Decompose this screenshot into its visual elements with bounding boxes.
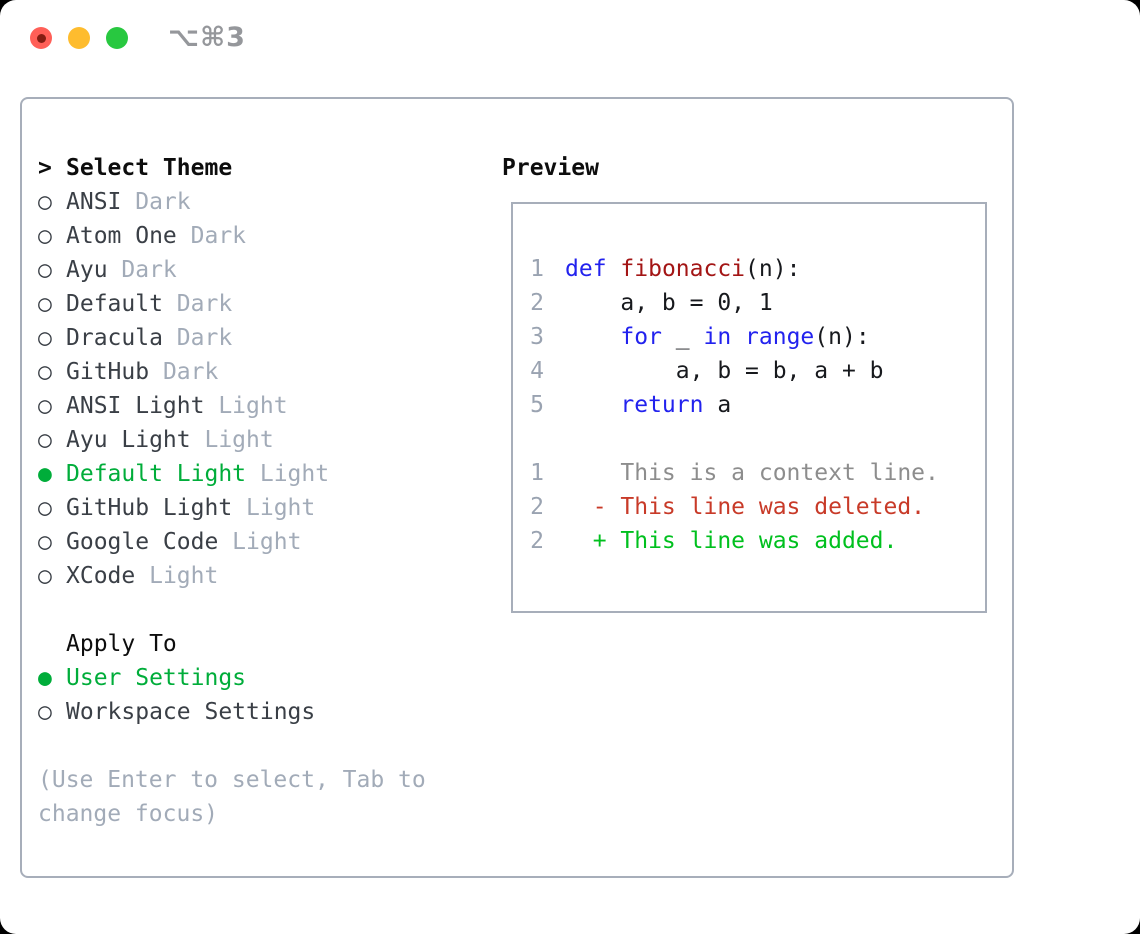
radio-unselected-icon: ○ [38,529,52,555]
spacer [38,593,488,627]
theme-option-label: Default Dark [66,291,233,317]
line-number: 5 [530,392,544,418]
radio-unselected-icon: ○ [38,223,52,249]
theme-option-label: Ayu Light Light [66,427,274,453]
apply-to-option-label: User Settings [66,665,247,691]
preview-title: Preview [502,155,599,181]
apply-to-title-row: Apply To [38,627,488,661]
theme-picker-panel: > Select Theme ○ANSI Dark○Atom One Dark○… [20,97,1014,878]
theme-option-label: Atom One Dark [66,223,247,249]
line-number: 3 [530,324,544,350]
radio-unselected-icon: ○ [38,393,52,419]
radio-unselected-icon: ○ [38,291,52,317]
radio-unselected-icon: ○ [38,699,52,725]
theme-option-label: GitHub Dark [66,359,219,385]
theme-option[interactable]: ○ Ayu Dark [38,253,488,287]
apply-to-title: Apply To [66,631,177,657]
theme-option-label: Ayu Dark [66,257,177,283]
theme-option-label: GitHub Light Light [66,495,316,521]
theme-option-label: XCode Light [66,563,219,589]
maximize-button[interactable] [106,27,128,49]
line-number: 2 [530,290,544,316]
radio-unselected-icon: ○ [38,427,52,453]
theme-menu: > Select Theme ○ANSI Dark○Atom One Dark○… [38,151,488,831]
radio-unselected-icon: ○ [38,495,52,521]
apply-to-option-list: ● User Settings ○ Workspace Settings [38,661,488,729]
help-text-line: change focus) [38,801,219,827]
record-dot-icon [36,33,46,43]
radio-selected-icon: ● [38,665,52,691]
theme-option[interactable]: ○ Default Dark [38,287,488,321]
diff-line-deleted: 2 - This line was deleted. [530,490,985,524]
spacer [530,422,985,456]
theme-option[interactable]: ○ Google Code Light [38,525,488,559]
apply-to-option[interactable]: ● User Settings [38,661,488,695]
help-text-line: (Use Enter to select, Tab to [38,767,426,793]
apply-to-option-label: Workspace Settings [66,699,316,725]
code-line: 5 return a [530,388,985,422]
theme-option[interactable]: ○ XCode Light [38,559,488,593]
code-line: 2 a, b = 0, 1 [530,286,985,320]
theme-option[interactable]: ○ Dracula Dark [38,321,488,355]
menu-title-row: > Select Theme [38,151,488,185]
theme-option-label: ANSI Dark [66,189,191,215]
theme-option-label: Google Code Light [66,529,302,555]
spacer [38,729,488,763]
radio-unselected-icon: ○ [38,257,52,283]
radio-unselected-icon: ○ [38,189,52,215]
theme-option[interactable]: ○ ANSI Dark [38,185,488,219]
radio-unselected-icon: ○ [38,563,52,589]
radio-unselected-icon: ○ [38,359,52,385]
help-text: (Use Enter to select, Tab to change focus… [38,763,488,831]
diff-line-added: 2 + This line was added. [530,524,985,558]
line-number: 1 [530,256,544,282]
diff-line-context: 1 This is a context line. [530,456,985,490]
theme-option-label: Default Light Light [66,461,330,487]
line-number: 1 [530,460,544,486]
apply-to-option[interactable]: ○ Workspace Settings [38,695,488,729]
line-number: 2 [530,494,544,520]
theme-option-label: ANSI Light Light [66,393,288,419]
theme-option[interactable]: ○ Ayu Light Light [38,423,488,457]
prompt-caret: > [38,155,52,181]
diff-preview: 1 This is a context line.2 - This line w… [530,456,985,558]
code-line: 4 a, b = b, a + b [530,354,985,388]
theme-option-label: Dracula Dark [66,325,233,351]
radio-selected-icon: ● [38,461,52,487]
line-number: 2 [530,528,544,554]
radio-unselected-icon: ○ [38,325,52,351]
theme-option-list: ○ ANSI Dark ○ Atom One Dark ○ Ayu Dark ○ Defaul… [38,185,488,593]
window-titlebar: ⌥⌘3 [0,0,1140,76]
theme-option[interactable]: ○ GitHub Light Light [38,491,488,525]
menu-title: Select Theme [66,155,233,181]
line-number: 4 [530,358,544,384]
theme-option[interactable]: ○ ANSI Light Light [38,389,488,423]
close-button[interactable] [30,27,52,49]
code-line: 3 for _ in range(n): [530,320,985,354]
theme-option[interactable]: ○ GitHub Dark [38,355,488,389]
keyboard-shortcut-label: ⌥⌘3 [168,22,246,53]
minimize-button[interactable] [68,27,90,49]
theme-option[interactable]: ● Default Light Light [38,457,488,491]
theme-option[interactable]: ○ Atom One Dark [38,219,488,253]
